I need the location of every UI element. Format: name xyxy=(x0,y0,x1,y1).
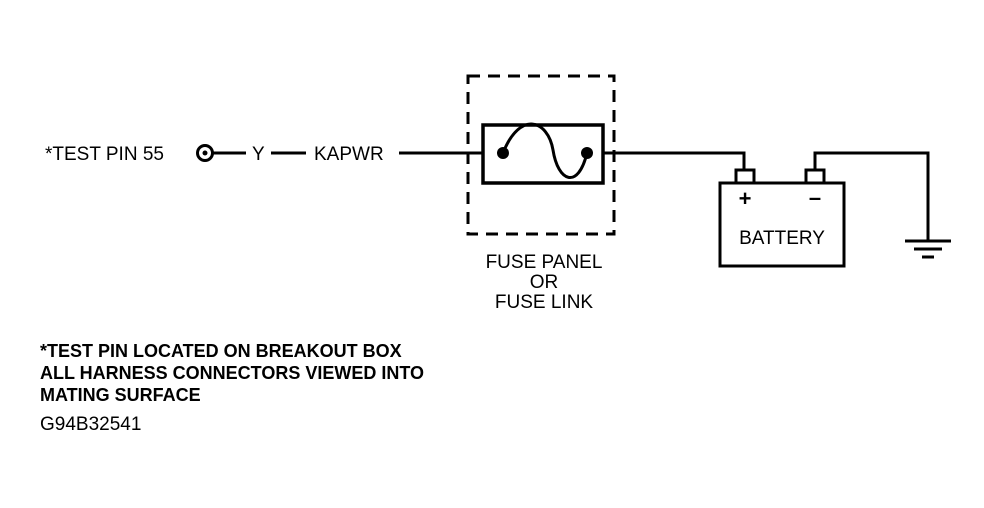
battery-icon xyxy=(718,168,846,268)
wire-fuse-to-battery xyxy=(603,151,746,170)
ground-icon xyxy=(905,239,951,259)
circuit-name-label: KAPWR xyxy=(314,144,384,165)
test-pin-label: *TEST PIN 55 xyxy=(45,144,164,165)
battery-label: BATTERY xyxy=(739,228,825,249)
fuse-label-line1: FUSE PANEL xyxy=(486,252,603,273)
note-line-1: *TEST PIN LOCATED ON BREAKOUT BOX xyxy=(40,341,402,361)
battery-negative-symbol: – xyxy=(809,185,821,210)
figure-code: G94B32541 xyxy=(40,414,142,435)
fuse-panel-boundary xyxy=(466,74,616,236)
fuse-label-line3: FUSE LINK xyxy=(495,292,594,313)
note-line-2: ALL HARNESS CONNECTORS VIEWED INTO xyxy=(40,363,425,383)
fuse-icon xyxy=(481,122,605,185)
notes-block: *TEST PIN LOCATED ON BREAKOUT BOX ALL HA… xyxy=(40,340,424,406)
note-line-3: MATING SURFACE xyxy=(40,385,201,405)
fuse-label-line2: OR xyxy=(530,272,559,293)
wire-battery-to-ground xyxy=(813,151,930,240)
test-pin-terminal-icon xyxy=(196,144,214,162)
wire-color-label: Y xyxy=(252,144,265,165)
battery-positive-symbol: + xyxy=(739,186,752,211)
